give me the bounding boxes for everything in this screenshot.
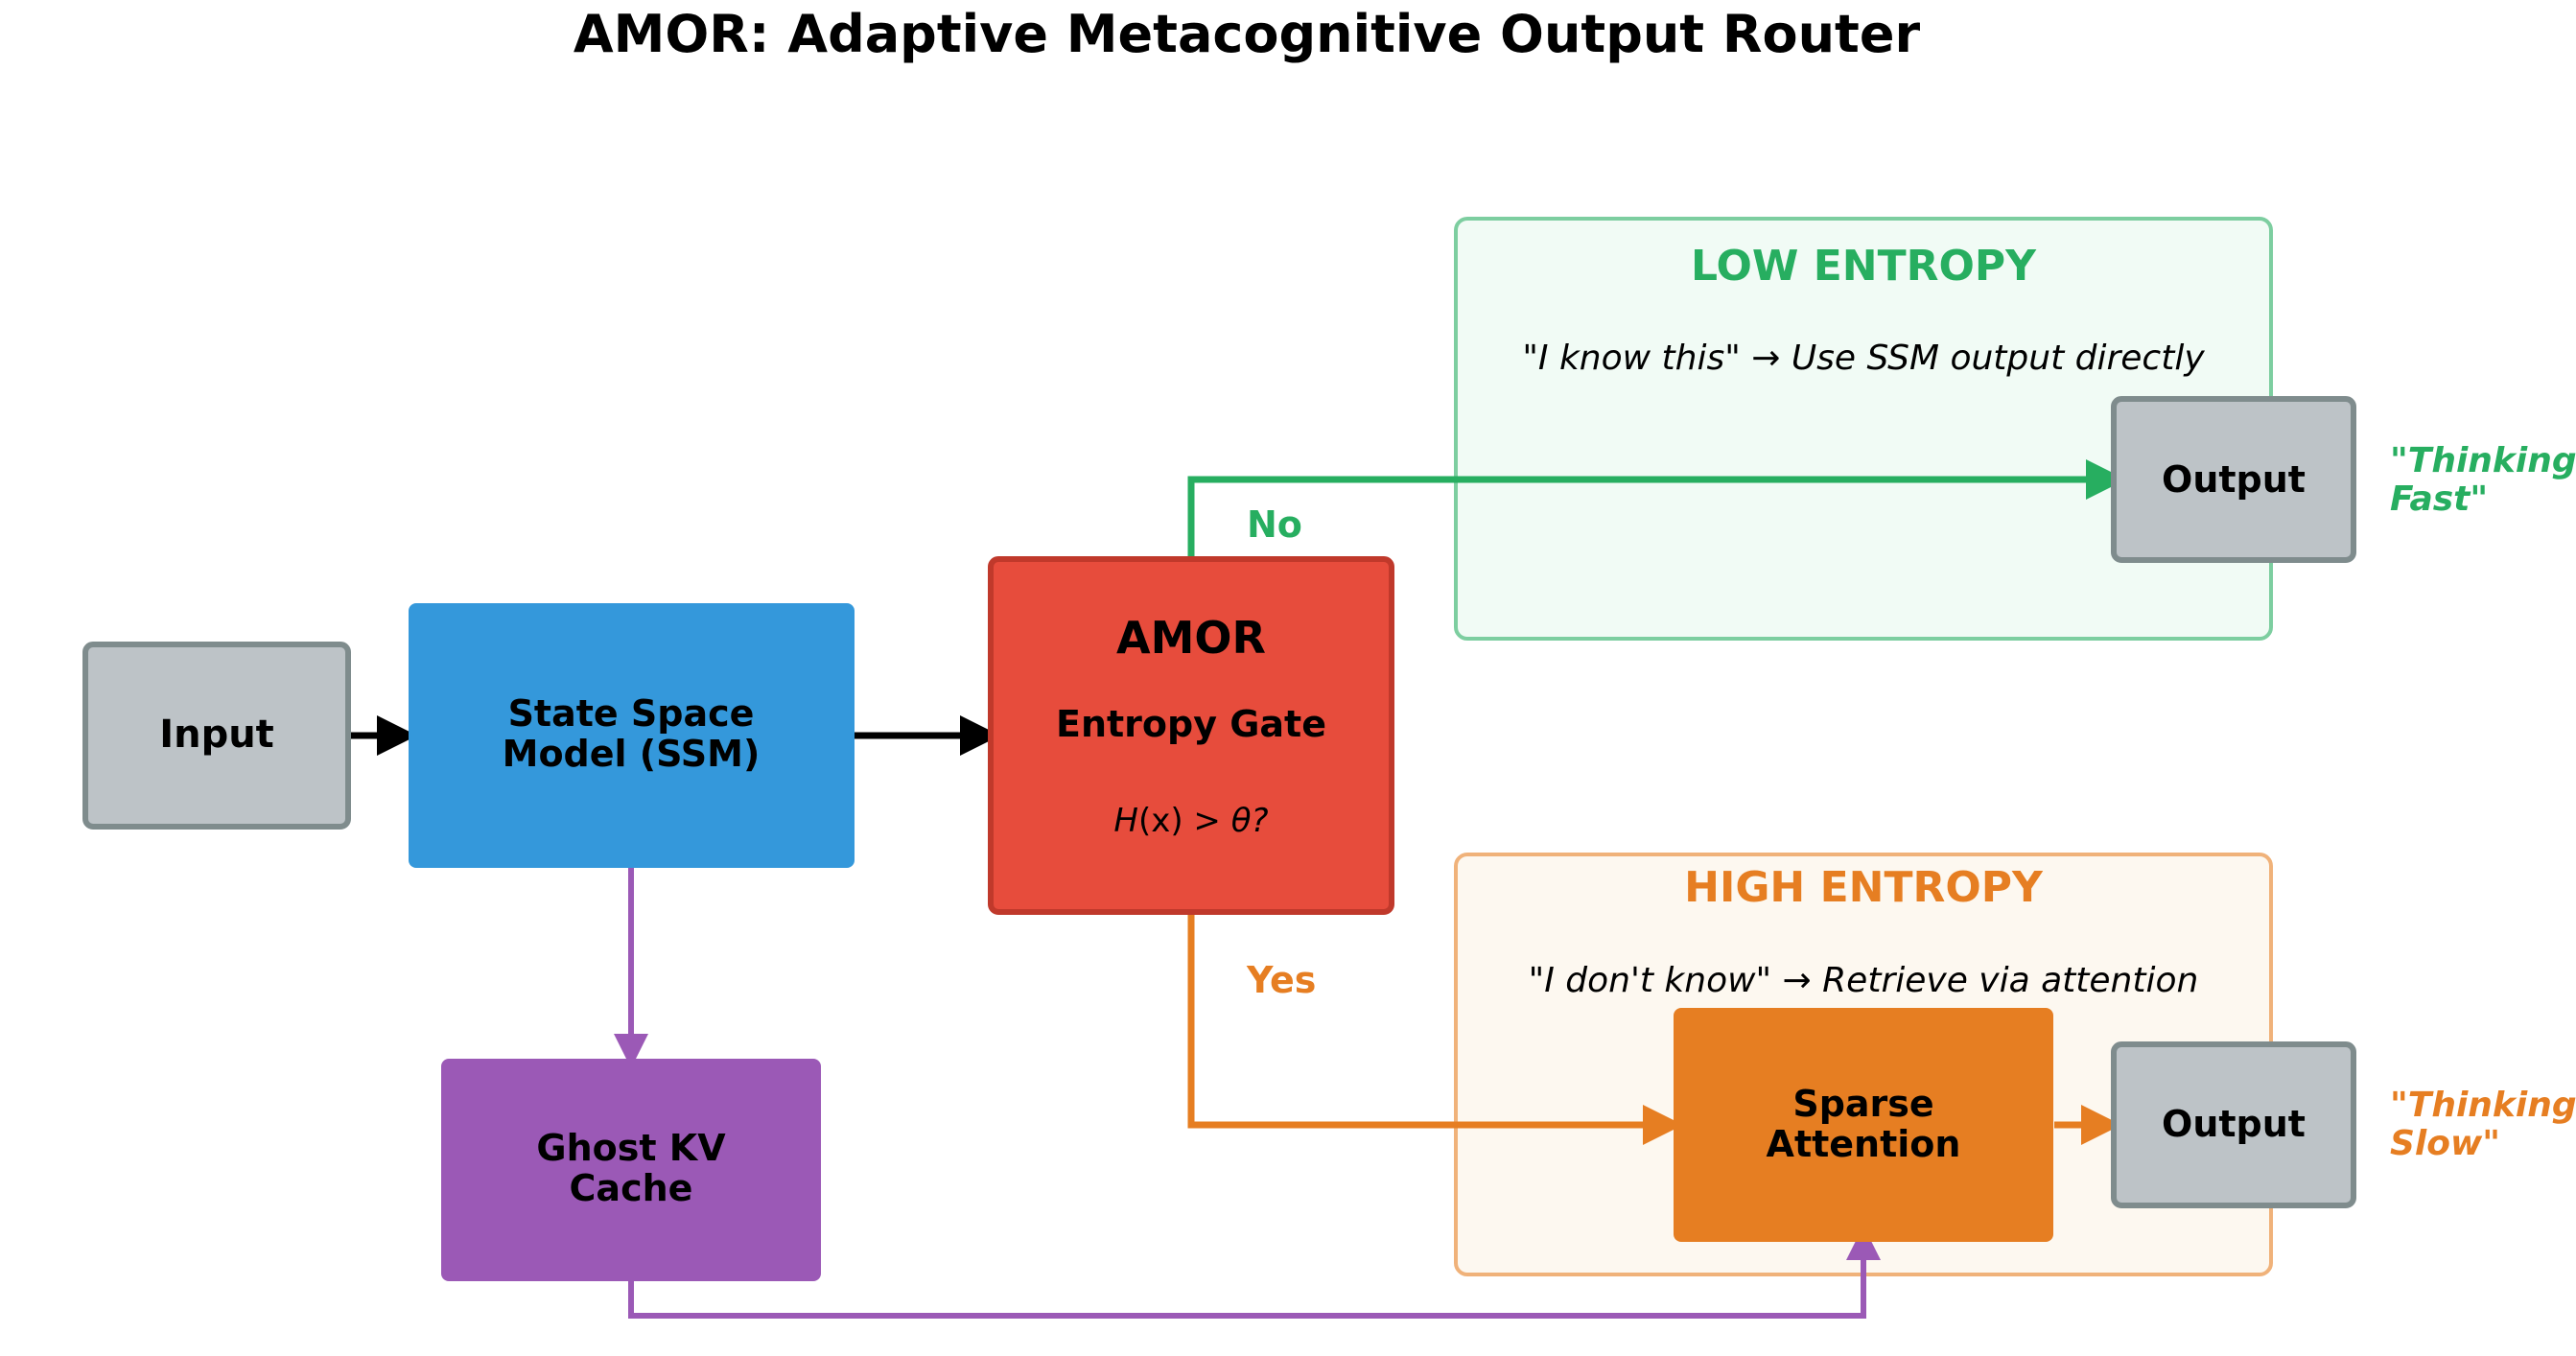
- amor-title: AMOR: [1116, 612, 1266, 664]
- high-entropy-caption: "I don't know" → Retrieve via attention: [1529, 961, 2199, 1000]
- edge-amor-to-output-fast: [1187, 459, 2126, 569]
- formula-question: ?: [1252, 802, 1269, 840]
- thinking-fast-line1: "Thinking: [2390, 441, 2576, 480]
- thinking-fast-line2: Fast": [2390, 479, 2488, 519]
- ghost-label-line2: Cache: [570, 1167, 693, 1209]
- formula-arg: (x) >: [1138, 802, 1231, 840]
- page-title: AMOR: Adaptive Metacognitive Output Rout…: [574, 4, 1921, 64]
- input-node: Input: [82, 642, 351, 830]
- connectors: [340, 459, 2126, 1319]
- sparse-label-line1: Sparse: [1792, 1083, 1933, 1125]
- output-fast-label: Output: [2162, 458, 2306, 501]
- amor-formula: H(x) > θ?: [1113, 802, 1268, 840]
- ssm-node: State Space Model (SSM): [409, 603, 855, 868]
- low-entropy-title: LOW ENTROPY: [1691, 242, 2037, 291]
- amor-subtitle: Entropy Gate: [1056, 703, 1326, 745]
- output-fast-node: Output: [2111, 396, 2356, 563]
- formula-h: H: [1113, 802, 1138, 840]
- low-entropy-caption: "I know this" → Use SSM output directly: [1522, 339, 2205, 378]
- ssm-label-line2: Model (SSM): [503, 733, 761, 775]
- high-entropy-title: HIGH ENTROPY: [1684, 863, 2044, 912]
- edge-label-yes: Yes: [1246, 959, 1316, 1001]
- thinking-slow-line1: "Thinking: [2390, 1086, 2576, 1125]
- ssm-label-line1: State Space: [508, 692, 755, 735]
- edge-amor-to-sparse-attention: [1187, 901, 1683, 1145]
- low-entropy-region: LOW ENTROPY "I know this" → Use SSM outp…: [1454, 217, 2273, 641]
- ghost-label-line1: Ghost KV: [536, 1127, 726, 1169]
- ghost-kv-cache-node: Ghost KV Cache: [441, 1059, 821, 1281]
- input-label: Input: [159, 713, 274, 757]
- edge-ghost-cache-to-sparse-attention: [628, 1226, 1881, 1319]
- thinking-slow-line2: Slow": [2390, 1124, 2500, 1163]
- sparse-attention-node: Sparse Attention: [1674, 1008, 2053, 1242]
- amor-entropy-gate-node: AMOR Entropy Gate H(x) > θ?: [988, 556, 1394, 915]
- sparse-label-line2: Attention: [1767, 1123, 1961, 1165]
- output-slow-label: Output: [2162, 1103, 2306, 1145]
- edge-label-no: No: [1247, 503, 1302, 546]
- output-slow-node: Output: [2111, 1041, 2356, 1208]
- formula-theta: θ: [1231, 802, 1252, 840]
